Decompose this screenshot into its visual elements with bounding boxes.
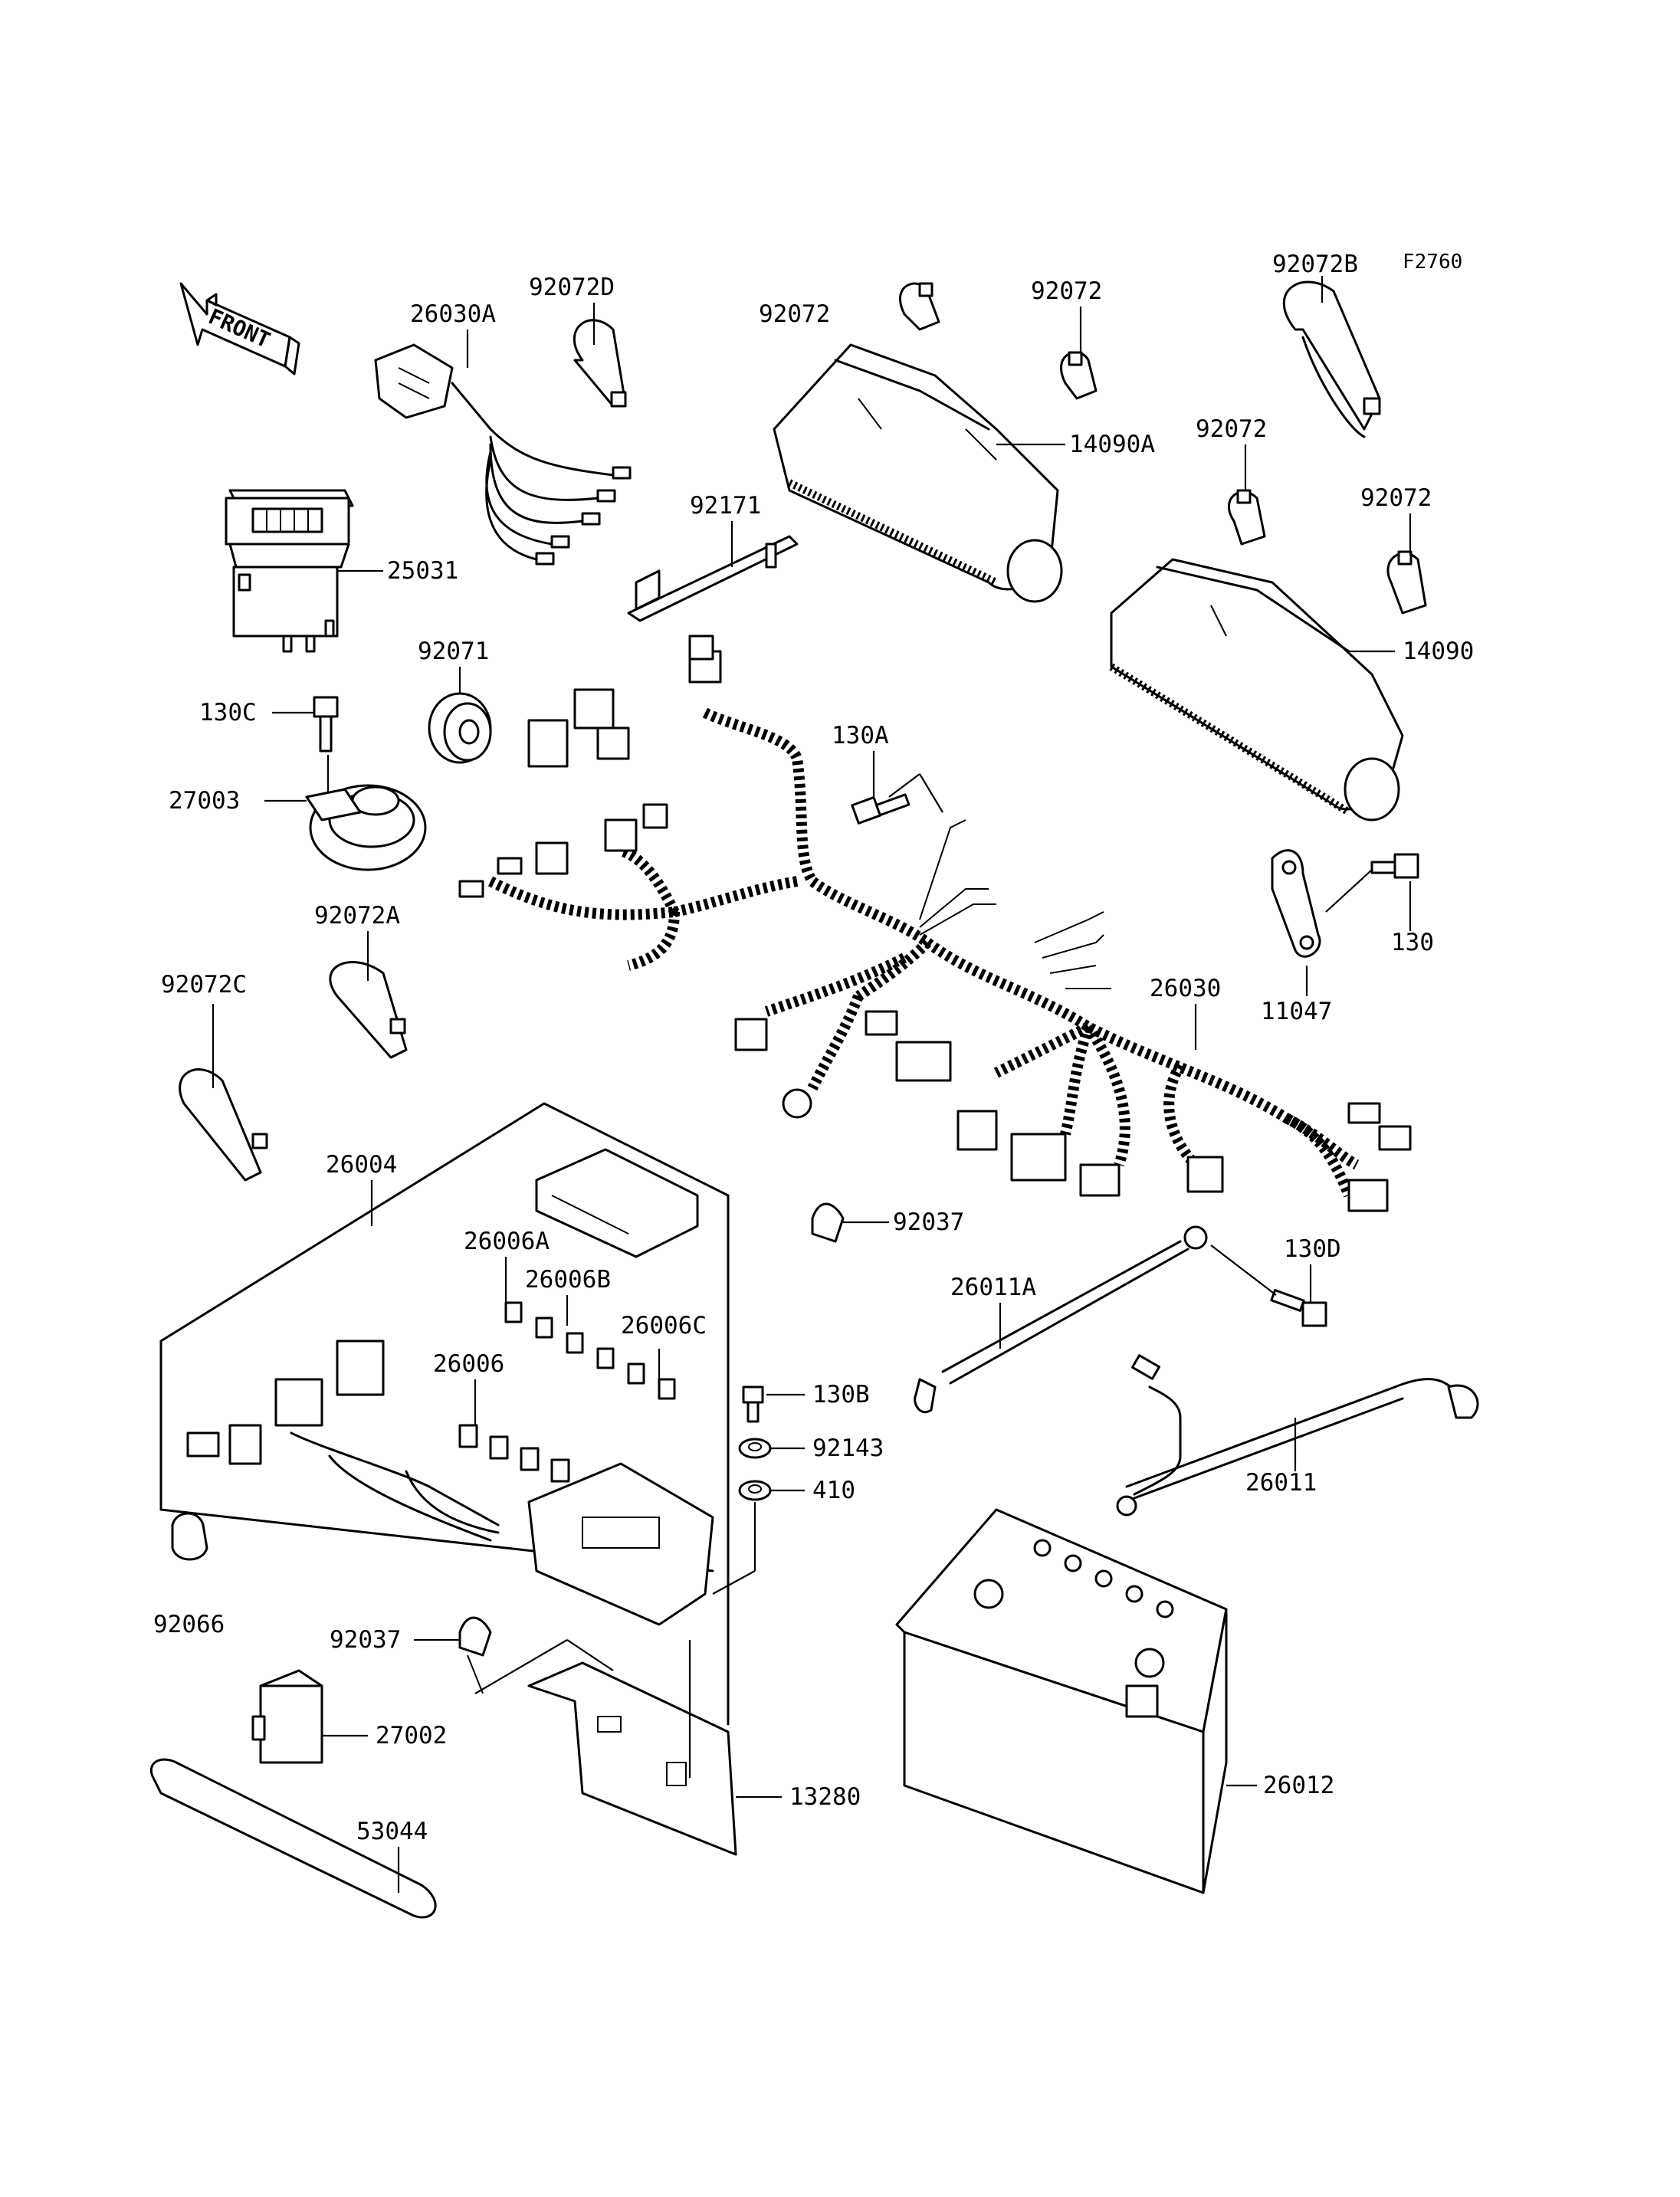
main-harness-26030 [458, 635, 1412, 1212]
washer-410 [738, 1480, 772, 1501]
label-130C: 130C [199, 699, 257, 726]
front-arrow-icon: FRONT [179, 282, 300, 375]
cover-14090 [1109, 558, 1404, 821]
label-130: 130 [1391, 929, 1434, 956]
clamp-92072A-icon [329, 961, 408, 1059]
label-92072-top1: 92072 [759, 300, 830, 328]
relay-27002 [251, 1669, 323, 1764]
horn-27003 [305, 784, 427, 871]
label-410: 410 [812, 1477, 855, 1504]
bracket-13280 [527, 1640, 737, 1856]
bolt-130B [742, 1385, 764, 1423]
label-130A: 130A [832, 722, 889, 749]
bolt-130A [851, 793, 911, 825]
plate-11047 [1271, 849, 1321, 958]
tube-53044 [149, 1758, 437, 1919]
label-26006: 26006 [433, 1350, 504, 1378]
label-26011A: 26011A [950, 1274, 1036, 1301]
label-92171: 92171 [690, 492, 761, 520]
clamp-92072B-icon [1282, 280, 1381, 438]
label-26011: 26011 [1245, 1469, 1317, 1497]
label-27003: 27003 [169, 787, 240, 815]
junction-box-group-26004 [159, 1102, 730, 1726]
battery-cable-26011 [1116, 1354, 1479, 1517]
washer-92143 [738, 1438, 772, 1459]
bracket-92171 [627, 535, 799, 622]
label-25031: 25031 [387, 557, 458, 585]
bolt-130D [1270, 1289, 1327, 1327]
label-130D: 130D [1284, 1235, 1341, 1263]
label-92071: 92071 [418, 638, 489, 665]
clamp-92072D-icon [573, 319, 627, 408]
figure-code: F2760 [1403, 251, 1462, 274]
clamp-92072-mid1-icon [1228, 489, 1266, 546]
label-26006A: 26006A [464, 1228, 550, 1255]
bolt-130C [313, 696, 339, 753]
label-53044: 53044 [356, 1818, 428, 1845]
label-26012: 26012 [1263, 1772, 1334, 1799]
label-92072B: 92072B [1272, 251, 1358, 278]
label-92072-mid2: 92072 [1360, 484, 1432, 512]
label-26030A: 26030A [410, 300, 496, 328]
label-14090A: 14090A [1069, 431, 1155, 458]
label-92143: 92143 [812, 1435, 884, 1462]
label-92072D: 92072D [529, 274, 615, 301]
label-92072C: 92072C [161, 971, 247, 998]
label-26006C: 26006C [621, 1312, 707, 1340]
label-92066: 92066 [153, 1611, 225, 1638]
label-92072A: 92072A [314, 902, 400, 930]
sub-harness-26030A [374, 343, 632, 566]
label-13280: 13280 [789, 1783, 861, 1811]
cover-14090A [773, 343, 1063, 603]
label-92072-mid1: 92072 [1196, 415, 1267, 443]
label-92037-right: 92037 [893, 1208, 964, 1236]
label-11047: 11047 [1261, 998, 1332, 1025]
battery-cable-26011A [914, 1225, 1208, 1413]
label-27002: 27002 [376, 1722, 447, 1749]
clamp-92072-top1-icon [899, 282, 940, 331]
label-92072-top2: 92072 [1031, 277, 1102, 305]
grommet-92071 [428, 692, 492, 764]
battery-26012 [895, 1508, 1228, 1894]
label-130B: 130B [812, 1381, 870, 1408]
clamp-92072-top2-icon [1060, 351, 1098, 400]
bolt-130 [1370, 853, 1419, 879]
clip-92037-right [811, 1202, 845, 1243]
grommet-92066 [171, 1512, 208, 1561]
label-26030: 26030 [1150, 975, 1221, 1002]
clamp-92072C-icon [179, 1068, 268, 1182]
hour-meter-25031 [225, 489, 354, 653]
clamp-92072-mid2-icon [1386, 550, 1427, 615]
label-92037-left: 92037 [330, 1626, 401, 1654]
clip-92037-left [458, 1616, 492, 1694]
label-14090: 14090 [1403, 638, 1474, 665]
label-26004: 26004 [326, 1151, 397, 1179]
label-26006B: 26006B [525, 1266, 611, 1294]
